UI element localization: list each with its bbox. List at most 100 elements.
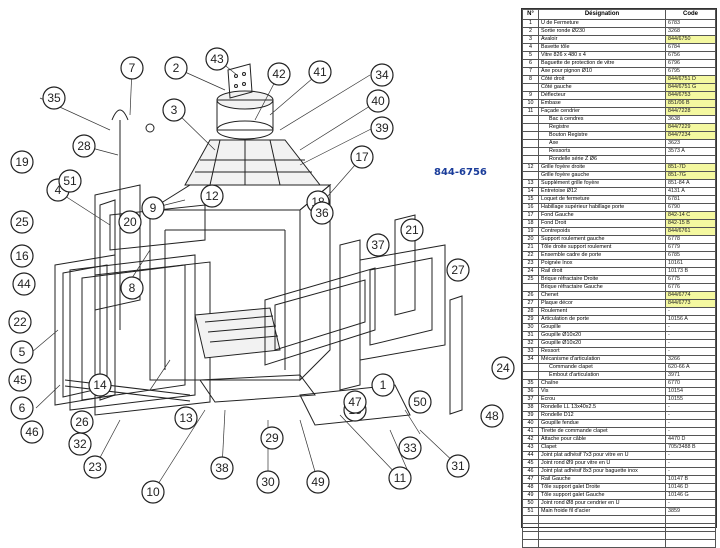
callout-48: 48 <box>480 404 504 428</box>
row-code: 3268 <box>665 27 716 36</box>
row-code: 851-7D <box>665 163 716 172</box>
callout-number: 11 <box>394 471 407 485</box>
callout-circle <box>200 184 224 208</box>
row-designation: Joint rond Ø8 pour cendrier en U <box>538 499 666 508</box>
row-code: - <box>665 307 716 316</box>
row-number: 16 <box>522 203 539 212</box>
row-number: 25 <box>522 275 539 284</box>
callout-circle <box>10 244 34 268</box>
row-designation: Bac à cendres <box>538 115 666 124</box>
callout-circle <box>10 340 34 364</box>
row-code: 844/6751 D <box>665 75 716 84</box>
table-header-row: N° Désignation Code <box>522 9 716 20</box>
row-number: 34 <box>522 355 539 364</box>
row-code: - <box>665 499 716 508</box>
row-code <box>665 515 716 524</box>
row-number: 43 <box>522 443 539 452</box>
callout-circle <box>306 470 330 494</box>
row-code: 6796 <box>665 59 716 68</box>
row-code: 6756 <box>665 51 716 60</box>
row-code: - <box>665 419 716 428</box>
row-designation: Côté gauche <box>538 83 666 92</box>
callout-number: 40 <box>371 94 385 108</box>
callout-number: 51 <box>63 174 77 188</box>
callout-number: 5 <box>19 345 26 359</box>
row-designation: Ecrou <box>538 395 666 404</box>
row-number: 40 <box>522 419 539 428</box>
callout-number: 16 <box>15 249 29 263</box>
row-designation: Rail Gauche <box>538 475 666 484</box>
clapet-plate <box>227 63 253 99</box>
callout-circle <box>120 56 144 80</box>
row-number <box>522 139 539 148</box>
row-code: - <box>665 467 716 476</box>
row-code: 10156 A <box>665 315 716 324</box>
callout-number: 7 <box>129 61 136 75</box>
row-code: 10173 B <box>665 267 716 276</box>
row-number: 32 <box>522 339 539 348</box>
row-code: 4470 D <box>665 435 716 444</box>
row-code: 3859 <box>665 507 716 516</box>
callout-7: 7 <box>120 56 144 80</box>
callout-number: 31 <box>451 459 465 473</box>
callout-22: 22 <box>8 310 32 334</box>
callout-circle <box>10 150 34 174</box>
callout-number: 9 <box>150 201 157 215</box>
callout-circle <box>308 60 332 84</box>
row-number: 11 <box>522 107 539 116</box>
callout-12: 12 <box>200 184 224 208</box>
row-number: 35 <box>522 379 539 388</box>
callout-3: 3 <box>162 98 186 122</box>
row-number: 4 <box>522 43 539 52</box>
callout-17: 17 <box>350 145 374 169</box>
base <box>199 374 411 426</box>
row-code: 6778 <box>665 235 716 244</box>
row-number: 1 <box>522 19 539 28</box>
callout-number: 24 <box>496 361 510 375</box>
row-designation: Plaque décor <box>538 299 666 308</box>
row-code: 6785 <box>665 251 716 260</box>
row-code <box>665 155 716 164</box>
row-number: 39 <box>522 411 539 420</box>
callout-number: 42 <box>272 67 286 81</box>
callout-circle <box>350 145 374 169</box>
callout-number: 36 <box>315 206 329 220</box>
callout-circle <box>164 56 188 80</box>
callout-19: 19 <box>10 150 34 174</box>
row-designation: Déflecteur <box>538 91 666 100</box>
row-designation: Attache pour câble <box>538 435 666 444</box>
callout-circle <box>256 470 280 494</box>
row-code <box>665 523 716 532</box>
callout-circle <box>446 258 470 282</box>
row-code: 3266 <box>665 355 716 364</box>
callout-49: 49 <box>306 470 330 494</box>
row-number: 48 <box>522 483 539 492</box>
leader-lines <box>31 58 459 493</box>
row-designation: Tôle support galet Droite <box>538 483 666 492</box>
callout-circle <box>8 368 32 392</box>
callout-circle <box>118 210 142 234</box>
callout-36: 36 <box>310 201 334 225</box>
row-code: 844/6753 <box>665 91 716 100</box>
row-number <box>522 515 539 524</box>
callout-circle <box>446 454 470 478</box>
row-number: 30 <box>522 323 539 332</box>
row-code: - <box>665 403 716 412</box>
row-number: 42 <box>522 435 539 444</box>
callout-16: 16 <box>10 244 34 268</box>
row-designation: Axe pour pignon Ø10 <box>538 67 666 76</box>
row-number <box>522 539 539 548</box>
row-designation: Fond Gauche <box>538 211 666 220</box>
row-designation: Vitre 826 x 480 x 4 <box>538 51 666 60</box>
